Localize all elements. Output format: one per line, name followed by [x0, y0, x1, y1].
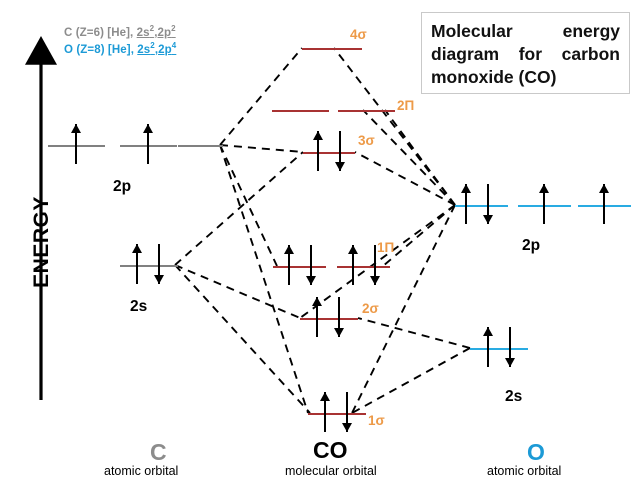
- electron-carbon-2p-1-up: [71, 124, 81, 164]
- correlation-lines-carbon-2p: [219, 47, 309, 414]
- carbon-configuration: C (Z=6) [He], 2s2,2p2: [64, 24, 176, 39]
- title-box: Molecular energy diagram for carbon mono…: [421, 12, 630, 94]
- label-mo-1pi: 1Π: [377, 240, 395, 255]
- label-mo-3sigma: 3σ: [358, 133, 375, 148]
- electron-oxygen-2s-down: [505, 327, 515, 367]
- electron-mo-2sigma-up: [312, 297, 322, 337]
- column-subtitle-carbon: atomic orbital: [104, 464, 179, 478]
- electron-mo-1pi-2-up: [348, 245, 358, 285]
- column-subtitle-oxygen: atomic orbital: [487, 464, 562, 478]
- electron-oxygen-2p-2-up: [539, 184, 549, 224]
- level-mo-1sigma: [308, 413, 366, 415]
- electron-mo-1pi-1-down: [306, 245, 316, 285]
- level-mo-1pi-2: [337, 266, 390, 268]
- caption-oxygen-2s: 2s: [505, 388, 523, 405]
- level-mo-4sigma: [302, 48, 362, 50]
- electron-mo-3sigma-up: [313, 131, 323, 171]
- label-mo-4sigma: 4σ: [350, 27, 367, 42]
- caption-carbon-2s: 2s: [130, 298, 148, 315]
- electron-mo-1sigma-down: [342, 392, 352, 432]
- electron-mo-3sigma-down: [335, 131, 345, 171]
- column-symbol-oxygen: O: [527, 439, 545, 465]
- column-symbol-co: CO: [313, 437, 348, 463]
- level-oxygen-2p-1: [455, 205, 508, 207]
- electron-mo-1pi-1-up: [284, 245, 294, 285]
- oxygen-configuration: O (Z=8) [He], 2s2,2p4: [64, 41, 177, 56]
- level-mo-2pi-1: [272, 110, 329, 112]
- level-carbon-2p-3: [178, 145, 223, 147]
- label-mo-2sigma: 2σ: [362, 301, 379, 316]
- column-subtitle-co: molecular orbital: [285, 464, 377, 478]
- electron-oxygen-2p-1-up: [461, 184, 471, 224]
- level-oxygen-2s: [470, 348, 528, 350]
- level-mo-1pi-1: [273, 266, 326, 268]
- level-mo-2pi-2: [338, 110, 395, 112]
- electron-oxygen-2s-up: [483, 327, 493, 367]
- page-title: Molecular energy diagram for carbon mono…: [431, 21, 620, 87]
- energy-axis-label: ENERGY: [30, 196, 53, 288]
- label-mo-2pi: 2Π: [397, 98, 415, 113]
- level-mo-3sigma: [303, 152, 355, 154]
- electron-mo-1sigma-up: [320, 392, 330, 432]
- electron-oxygen-2p-1-down: [483, 184, 493, 224]
- label-mo-1sigma: 1σ: [368, 413, 385, 428]
- electron-mo-1pi-2-down: [370, 245, 380, 285]
- caption-oxygen-2p: 2p: [522, 237, 541, 254]
- electron-carbon-2s-up: [132, 244, 142, 284]
- electron-oxygen-2p-3-up: [599, 184, 609, 224]
- correlation-lines-oxygen-2s: [351, 317, 471, 414]
- electron-mo-2sigma-down: [334, 297, 344, 337]
- electron-carbon-2p-2-up: [143, 124, 153, 164]
- level-carbon-2s: [120, 265, 178, 267]
- caption-carbon-2p: 2p: [113, 178, 132, 195]
- correlation-lines-oxygen-2p: [299, 47, 456, 414]
- electron-carbon-2s-down: [154, 244, 164, 284]
- level-mo-2sigma: [300, 318, 358, 320]
- column-symbol-carbon: C: [150, 439, 167, 465]
